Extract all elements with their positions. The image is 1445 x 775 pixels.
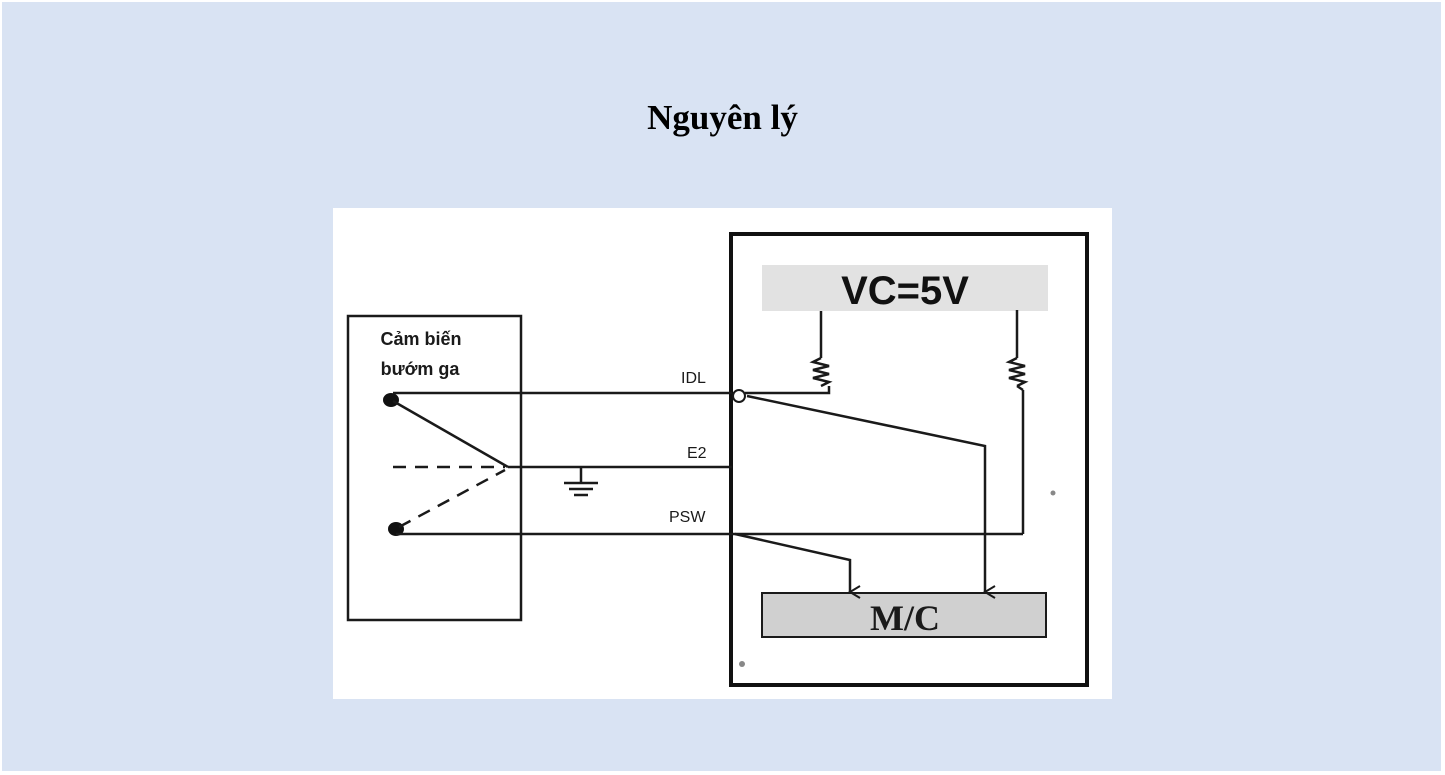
idl-signal-arrow	[746, 394, 996, 599]
circuit-diagram: Cảm biến bướm ga VC=5V M/C IDL E2 P	[333, 208, 1112, 699]
controller-label: M/C	[870, 598, 940, 638]
idl-label: IDL	[681, 370, 706, 387]
slide-title: Nguyên lý	[647, 98, 798, 137]
idl-pullup-wire	[745, 386, 831, 395]
stray-dot	[1050, 490, 1056, 496]
controller-block	[761, 592, 1047, 638]
dashed-arm-lower	[398, 468, 506, 529]
idl-junction	[732, 389, 746, 403]
supply-label: VC=5V	[841, 269, 969, 313]
psw-resistor	[1005, 310, 1029, 534]
ground-symbol	[564, 467, 598, 497]
sensor-label-line2: bướm ga	[381, 359, 461, 379]
psw-signal-arrow	[734, 532, 861, 599]
idl-contact-point	[383, 393, 399, 407]
sensor-label-line1: Cảm biến	[380, 329, 461, 349]
psw-label: PSW	[669, 509, 706, 526]
ecu-box	[729, 232, 1089, 687]
e2-label: E2	[687, 445, 707, 462]
idl-resistor	[809, 311, 833, 388]
stray-dot	[739, 661, 745, 667]
supply-block	[762, 265, 1048, 311]
wiper-arm	[392, 399, 509, 469]
